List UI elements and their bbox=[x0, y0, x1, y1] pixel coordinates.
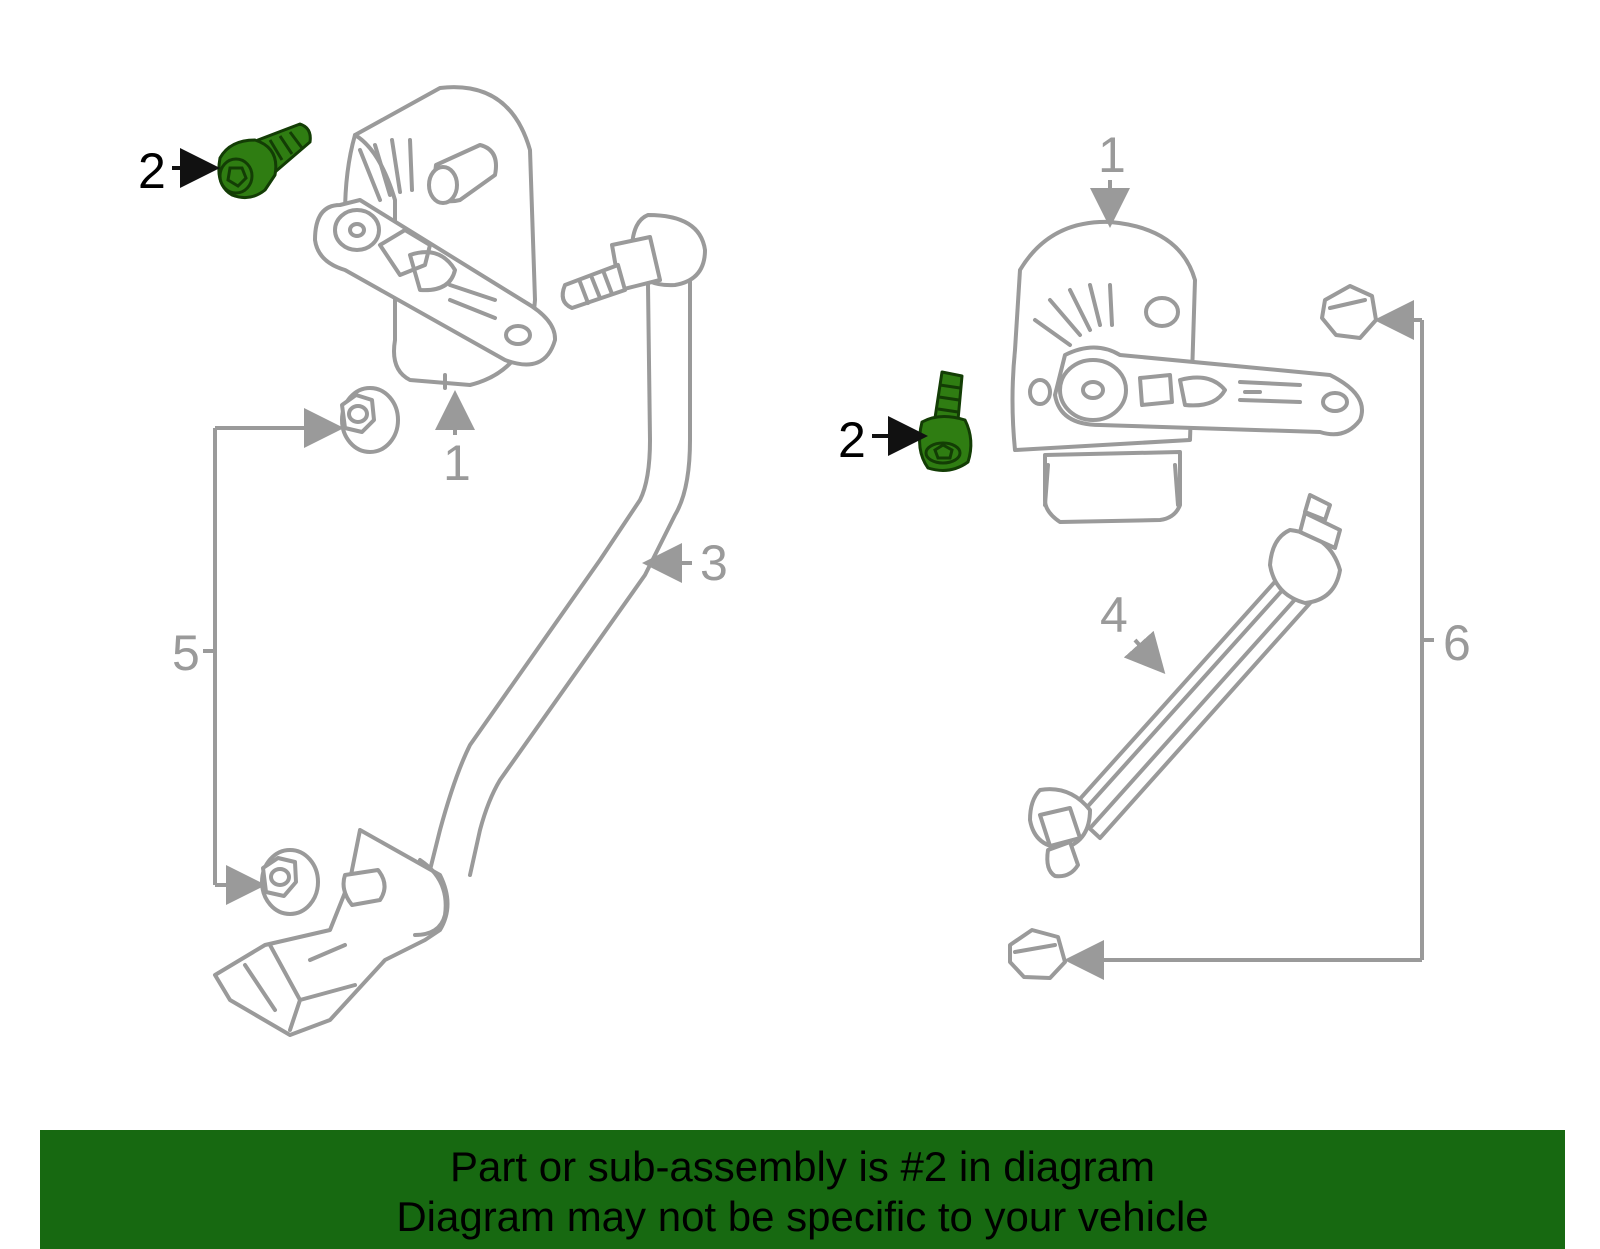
callout-link-rod-right: 4 bbox=[1100, 587, 1128, 643]
left-bolt-highlighted[interactable] bbox=[217, 122, 312, 200]
right-height-sensor[interactable] bbox=[1010, 219, 1364, 524]
left-height-sensor[interactable] bbox=[313, 85, 557, 390]
left-nut-upper[interactable] bbox=[340, 386, 400, 454]
callout-right-bolt: 2 bbox=[838, 412, 866, 468]
callout-left-bolt: 2 bbox=[138, 143, 166, 199]
left-nut-lower[interactable] bbox=[260, 848, 320, 916]
leader-nuts-left bbox=[203, 408, 344, 905]
callout-nuts-right: 6 bbox=[1443, 615, 1471, 671]
callout-nuts-left: 5 bbox=[172, 625, 200, 681]
leader-nuts-right bbox=[1064, 300, 1434, 980]
right-nut-upper[interactable] bbox=[1320, 284, 1378, 340]
banner-line-1: Part or sub-assembly is #2 in diagram bbox=[450, 1143, 1155, 1190]
banner-line-2: Diagram may not be specific to your vehi… bbox=[396, 1193, 1209, 1240]
right-bolt-highlighted[interactable] bbox=[918, 370, 973, 472]
callout-link-rod-left: 3 bbox=[700, 535, 728, 591]
right-link-rod[interactable] bbox=[1028, 493, 1342, 879]
leader-link-rod-right bbox=[1123, 630, 1166, 674]
info-banner: Part or sub-assembly is #2 in diagram Di… bbox=[40, 1130, 1565, 1249]
callout-right-sensor: 1 bbox=[1098, 127, 1126, 183]
callout-left-sensor: 1 bbox=[443, 435, 471, 491]
left-link-rod[interactable] bbox=[213, 213, 707, 1037]
right-nut-lower[interactable] bbox=[1008, 928, 1067, 980]
